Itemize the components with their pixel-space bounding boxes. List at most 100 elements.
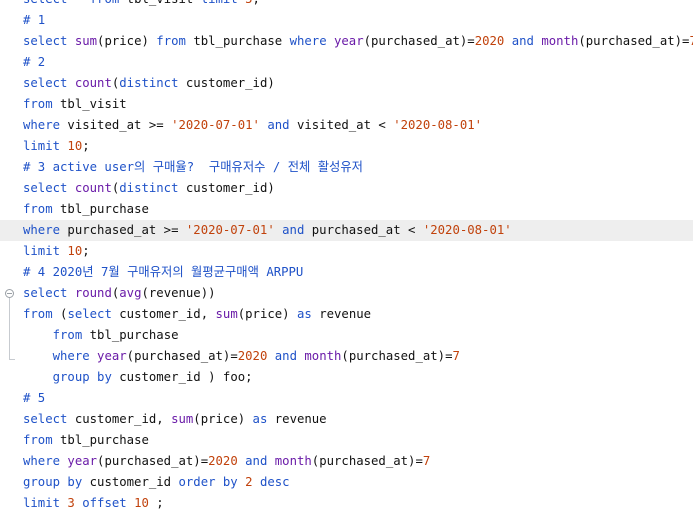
code-line[interactable]: from tbl_purchase xyxy=(0,430,693,451)
code-token: count xyxy=(74,76,112,90)
code-line[interactable]: select customer_id, sum(price) as revenu… xyxy=(0,409,693,430)
code-line[interactable]: where year(purchased_at)=2020 and month(… xyxy=(0,346,693,367)
code-token: ( xyxy=(311,454,320,468)
code-line-text: limit 3 offset 10 ; xyxy=(23,493,164,510)
code-token xyxy=(23,370,53,384)
code-token: from xyxy=(23,202,61,216)
code-token: 10 xyxy=(67,139,83,153)
code-line[interactable]: limit 10; xyxy=(0,241,693,262)
code-line[interactable]: group by customer_id order by 2 desc xyxy=(0,472,693,493)
code-token: 7 xyxy=(422,454,431,468)
code-token: ( xyxy=(193,412,201,426)
code-token: )= xyxy=(674,34,690,48)
code-line[interactable]: # 4 2020년 7월 구매유저의 월평균구매액 ARPPU xyxy=(0,262,693,283)
code-token: and xyxy=(274,349,305,363)
code-token: 7 xyxy=(689,34,693,48)
code-line-text: from (select customer_id, sum(price) as … xyxy=(23,304,371,325)
code-token: customer_id xyxy=(74,412,157,426)
code-token: '2020-08-01' xyxy=(422,223,512,237)
code-token: revenue xyxy=(148,286,201,300)
code-token: # 1 xyxy=(23,13,46,27)
code-token: limit xyxy=(23,496,68,510)
code-token: ( xyxy=(237,307,246,321)
code-line-text: from tbl_purchase xyxy=(23,430,149,451)
code-token: round xyxy=(74,286,112,300)
code-line[interactable]: where year(purchased_at)=2020 and month(… xyxy=(0,451,693,472)
code-token: customer_id xyxy=(119,370,209,384)
code-token: tbl_visit xyxy=(60,97,127,111)
code-line[interactable]: limit 10; xyxy=(0,136,693,157)
code-token: year xyxy=(334,34,364,48)
code-token: limit xyxy=(23,139,68,153)
code-line[interactable]: limit 3 offset 10 ; xyxy=(0,493,693,510)
code-token: ) xyxy=(141,34,157,48)
code-token: purchased_at xyxy=(319,454,409,468)
code-token: select xyxy=(23,0,75,6)
code-token: select xyxy=(23,34,75,48)
code-line[interactable]: # 2 xyxy=(0,52,693,73)
code-line-text: # 3 active user의 구매율? 구매유저수 / 전체 활성유저 xyxy=(23,157,363,178)
code-line[interactable]: select sum(price) from tbl_purchase wher… xyxy=(0,31,693,52)
code-line-text: group by customer_id ) foo; xyxy=(23,367,253,388)
code-token xyxy=(267,349,274,363)
code-token: 3 xyxy=(67,496,83,510)
code-token: select xyxy=(23,76,75,90)
code-token: and xyxy=(267,118,297,132)
code-token: purchased_at xyxy=(348,349,438,363)
code-line[interactable]: # 3 active user의 구매율? 구매유저수 / 전체 활성유저 xyxy=(0,157,693,178)
code-line-text: # 4 2020년 7월 구매유저의 월평균구매액 ARPPU xyxy=(23,262,303,283)
code-token: year xyxy=(67,454,98,468)
code-line[interactable]: from tbl_purchase xyxy=(0,199,693,220)
code-line[interactable]: # 1 xyxy=(0,10,693,31)
code-line[interactable]: where purchased_at >= '2020-07-01' and p… xyxy=(0,220,693,241)
code-line[interactable]: select * from tbl_visit limit 5; xyxy=(0,0,693,10)
code-token: count xyxy=(74,181,112,195)
code-token: select xyxy=(23,286,75,300)
code-line[interactable]: from (select customer_id, sum(price) as … xyxy=(0,304,693,325)
code-token: where xyxy=(289,34,334,48)
code-line[interactable]: select count(distinct customer_id) xyxy=(0,178,693,199)
code-token: purchased_at xyxy=(67,223,164,237)
code-token: limit xyxy=(23,244,68,258)
code-token: < xyxy=(378,118,394,132)
code-token: ( xyxy=(126,349,135,363)
code-line-text: where visited_at >= '2020-07-01' and vis… xyxy=(23,115,482,136)
code-token: ( xyxy=(341,349,349,363)
code-line[interactable]: from tbl_visit xyxy=(0,94,693,115)
code-token: month xyxy=(274,454,312,468)
code-token: ) xyxy=(237,412,253,426)
code-token: offset xyxy=(82,496,135,510)
code-token xyxy=(504,34,511,48)
code-line[interactable]: group by customer_id ) foo; xyxy=(0,367,693,388)
code-token: year xyxy=(97,349,127,363)
code-token: from xyxy=(23,97,61,111)
code-token: tbl_purchase xyxy=(89,328,179,342)
code-token: * xyxy=(75,0,90,6)
code-token: ( xyxy=(111,181,120,195)
code-token: 2020 xyxy=(237,349,268,363)
code-token: )= xyxy=(193,454,209,468)
code-token: visited_at xyxy=(67,118,149,132)
code-line[interactable]: from tbl_purchase xyxy=(0,325,693,346)
code-line[interactable]: select round(avg(revenue)) xyxy=(0,283,693,304)
code-token: distinct xyxy=(119,76,186,90)
code-token: as xyxy=(296,307,320,321)
collapse-fold-icon[interactable] xyxy=(5,289,14,298)
code-token: purchased_at xyxy=(585,34,675,48)
code-token: 10 xyxy=(134,496,157,510)
code-token: )= xyxy=(222,349,238,363)
code-token: # 2 xyxy=(23,55,46,69)
code-token: purchased_at xyxy=(371,34,460,48)
code-token: ( xyxy=(111,286,120,300)
code-token: ; xyxy=(82,244,90,258)
code-token: )) xyxy=(200,286,216,300)
code-line[interactable]: # 5 xyxy=(0,388,693,409)
code-token: from xyxy=(23,433,61,447)
code-line-text: where purchased_at >= '2020-07-01' and p… xyxy=(23,220,512,241)
code-line[interactable]: select count(distinct customer_id) xyxy=(0,73,693,94)
code-token: distinct xyxy=(119,181,186,195)
code-token: , xyxy=(156,412,172,426)
code-line[interactable]: where visited_at >= '2020-07-01' and vis… xyxy=(0,115,693,136)
code-token: where xyxy=(23,454,68,468)
